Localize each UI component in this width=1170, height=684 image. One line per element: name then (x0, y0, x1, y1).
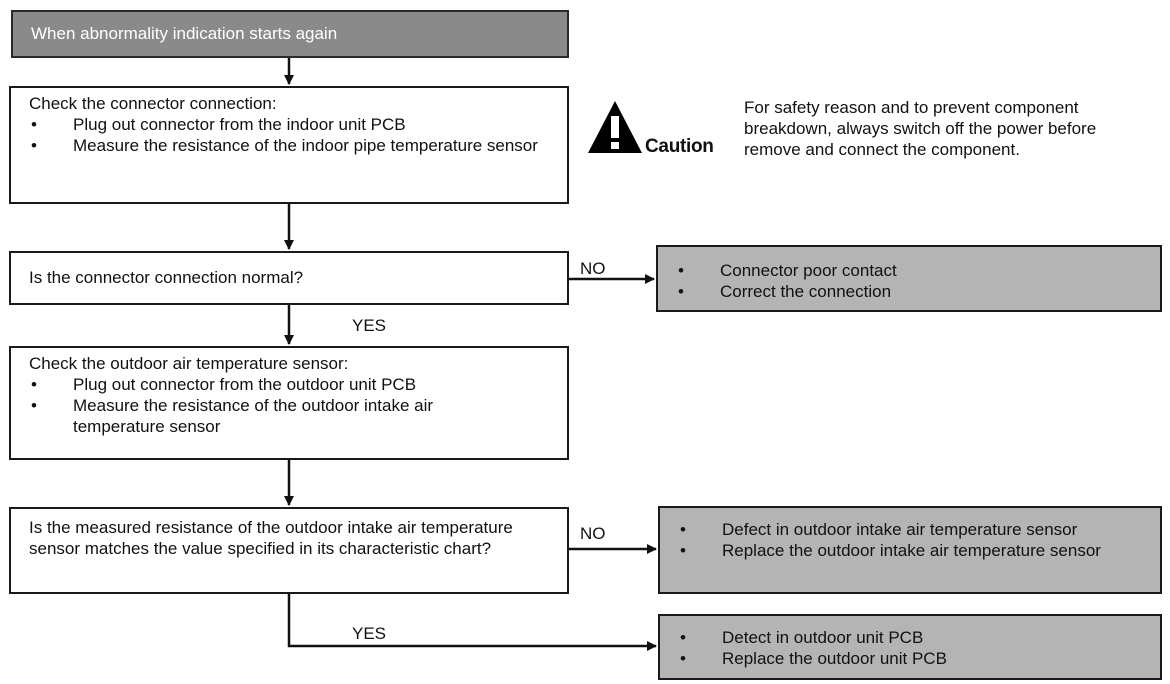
decision-question: Is the measured resistance of the outdoo… (29, 518, 513, 558)
no-label: NO (580, 524, 606, 543)
check-connector-box: Check the connector connection: • Plug o… (9, 86, 569, 204)
result-pcb-defect: • Detect in outdoor unit PCB • Replace t… (658, 614, 1162, 680)
yes-label: YES (352, 316, 387, 335)
check-connector-title: Check the connector connection: (29, 94, 277, 113)
list-item: • Replace the outdoor intake air tempera… (680, 541, 1101, 560)
list-item: • Measure the resistance of the outdoor … (31, 396, 434, 436)
list-item: • Plug out connector from the indoor uni… (31, 115, 406, 134)
check-outdoor-title: Check the outdoor air temperature sensor… (29, 354, 349, 373)
decision-connector-normal: Is the connector connection normal? (9, 251, 569, 305)
list-item: • Connector poor contact (678, 261, 897, 280)
no-label: NO (580, 259, 606, 278)
yes-label: YES (352, 624, 387, 643)
list-item: • Replace the outdoor unit PCB (680, 649, 947, 668)
result-poor-contact: • Connector poor contact • Correct the c… (656, 245, 1162, 312)
list-item: • Correct the connection (678, 282, 892, 301)
caution-text: For safety reason and to prevent compone… (744, 98, 1097, 159)
start-text: When abnormality indication starts again (31, 24, 338, 43)
list-item: • Measure the resistance of the indoor p… (31, 136, 538, 155)
check-outdoor-sensor-box: Check the outdoor air temperature sensor… (9, 346, 569, 460)
caution-label: Caution (645, 136, 714, 157)
arrow-decision2-yes (287, 594, 657, 651)
start-box: When abnormality indication starts again (11, 10, 569, 58)
decision-resistance-match: Is the measured resistance of the outdoo… (9, 507, 569, 594)
list-item: • Defect in outdoor intake air temperatu… (680, 520, 1078, 539)
list-item: • Detect in outdoor unit PCB (680, 628, 924, 647)
list-item: • Plug out connector from the outdoor un… (31, 375, 417, 394)
warning-icon (588, 101, 642, 153)
result-sensor-defect: • Defect in outdoor intake air temperatu… (658, 506, 1162, 594)
decision-question: Is the connector connection normal? (29, 268, 304, 287)
